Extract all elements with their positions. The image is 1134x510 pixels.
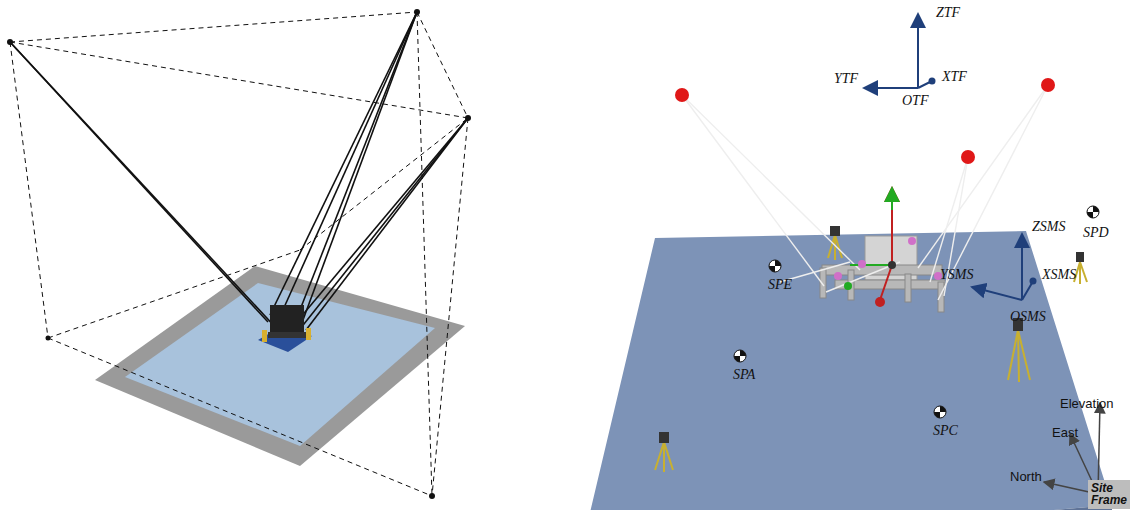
axis-label: XSMS	[1042, 268, 1076, 282]
axis-label: YTF	[834, 72, 858, 86]
axis-label: SPE	[768, 278, 792, 292]
frame-tag: Site Frame	[1088, 480, 1130, 509]
axis-label: SPC	[933, 424, 958, 438]
axis-label: XTF	[942, 70, 967, 84]
axis-label: North	[1010, 470, 1042, 483]
axis-label: SPD	[1083, 226, 1109, 240]
axis-label: OTF	[902, 94, 928, 108]
axis-label: YSMS	[940, 268, 973, 282]
axis-label: OSMS	[1010, 310, 1046, 324]
axis-label: East	[1052, 426, 1078, 439]
axis-label: ZTF	[936, 6, 960, 20]
axis-label: Elevation	[1060, 397, 1113, 410]
axis-label: SPA	[733, 368, 755, 382]
frame-label: Site Frame	[1091, 482, 1127, 507]
axis-label: ZSMS	[1032, 220, 1065, 234]
